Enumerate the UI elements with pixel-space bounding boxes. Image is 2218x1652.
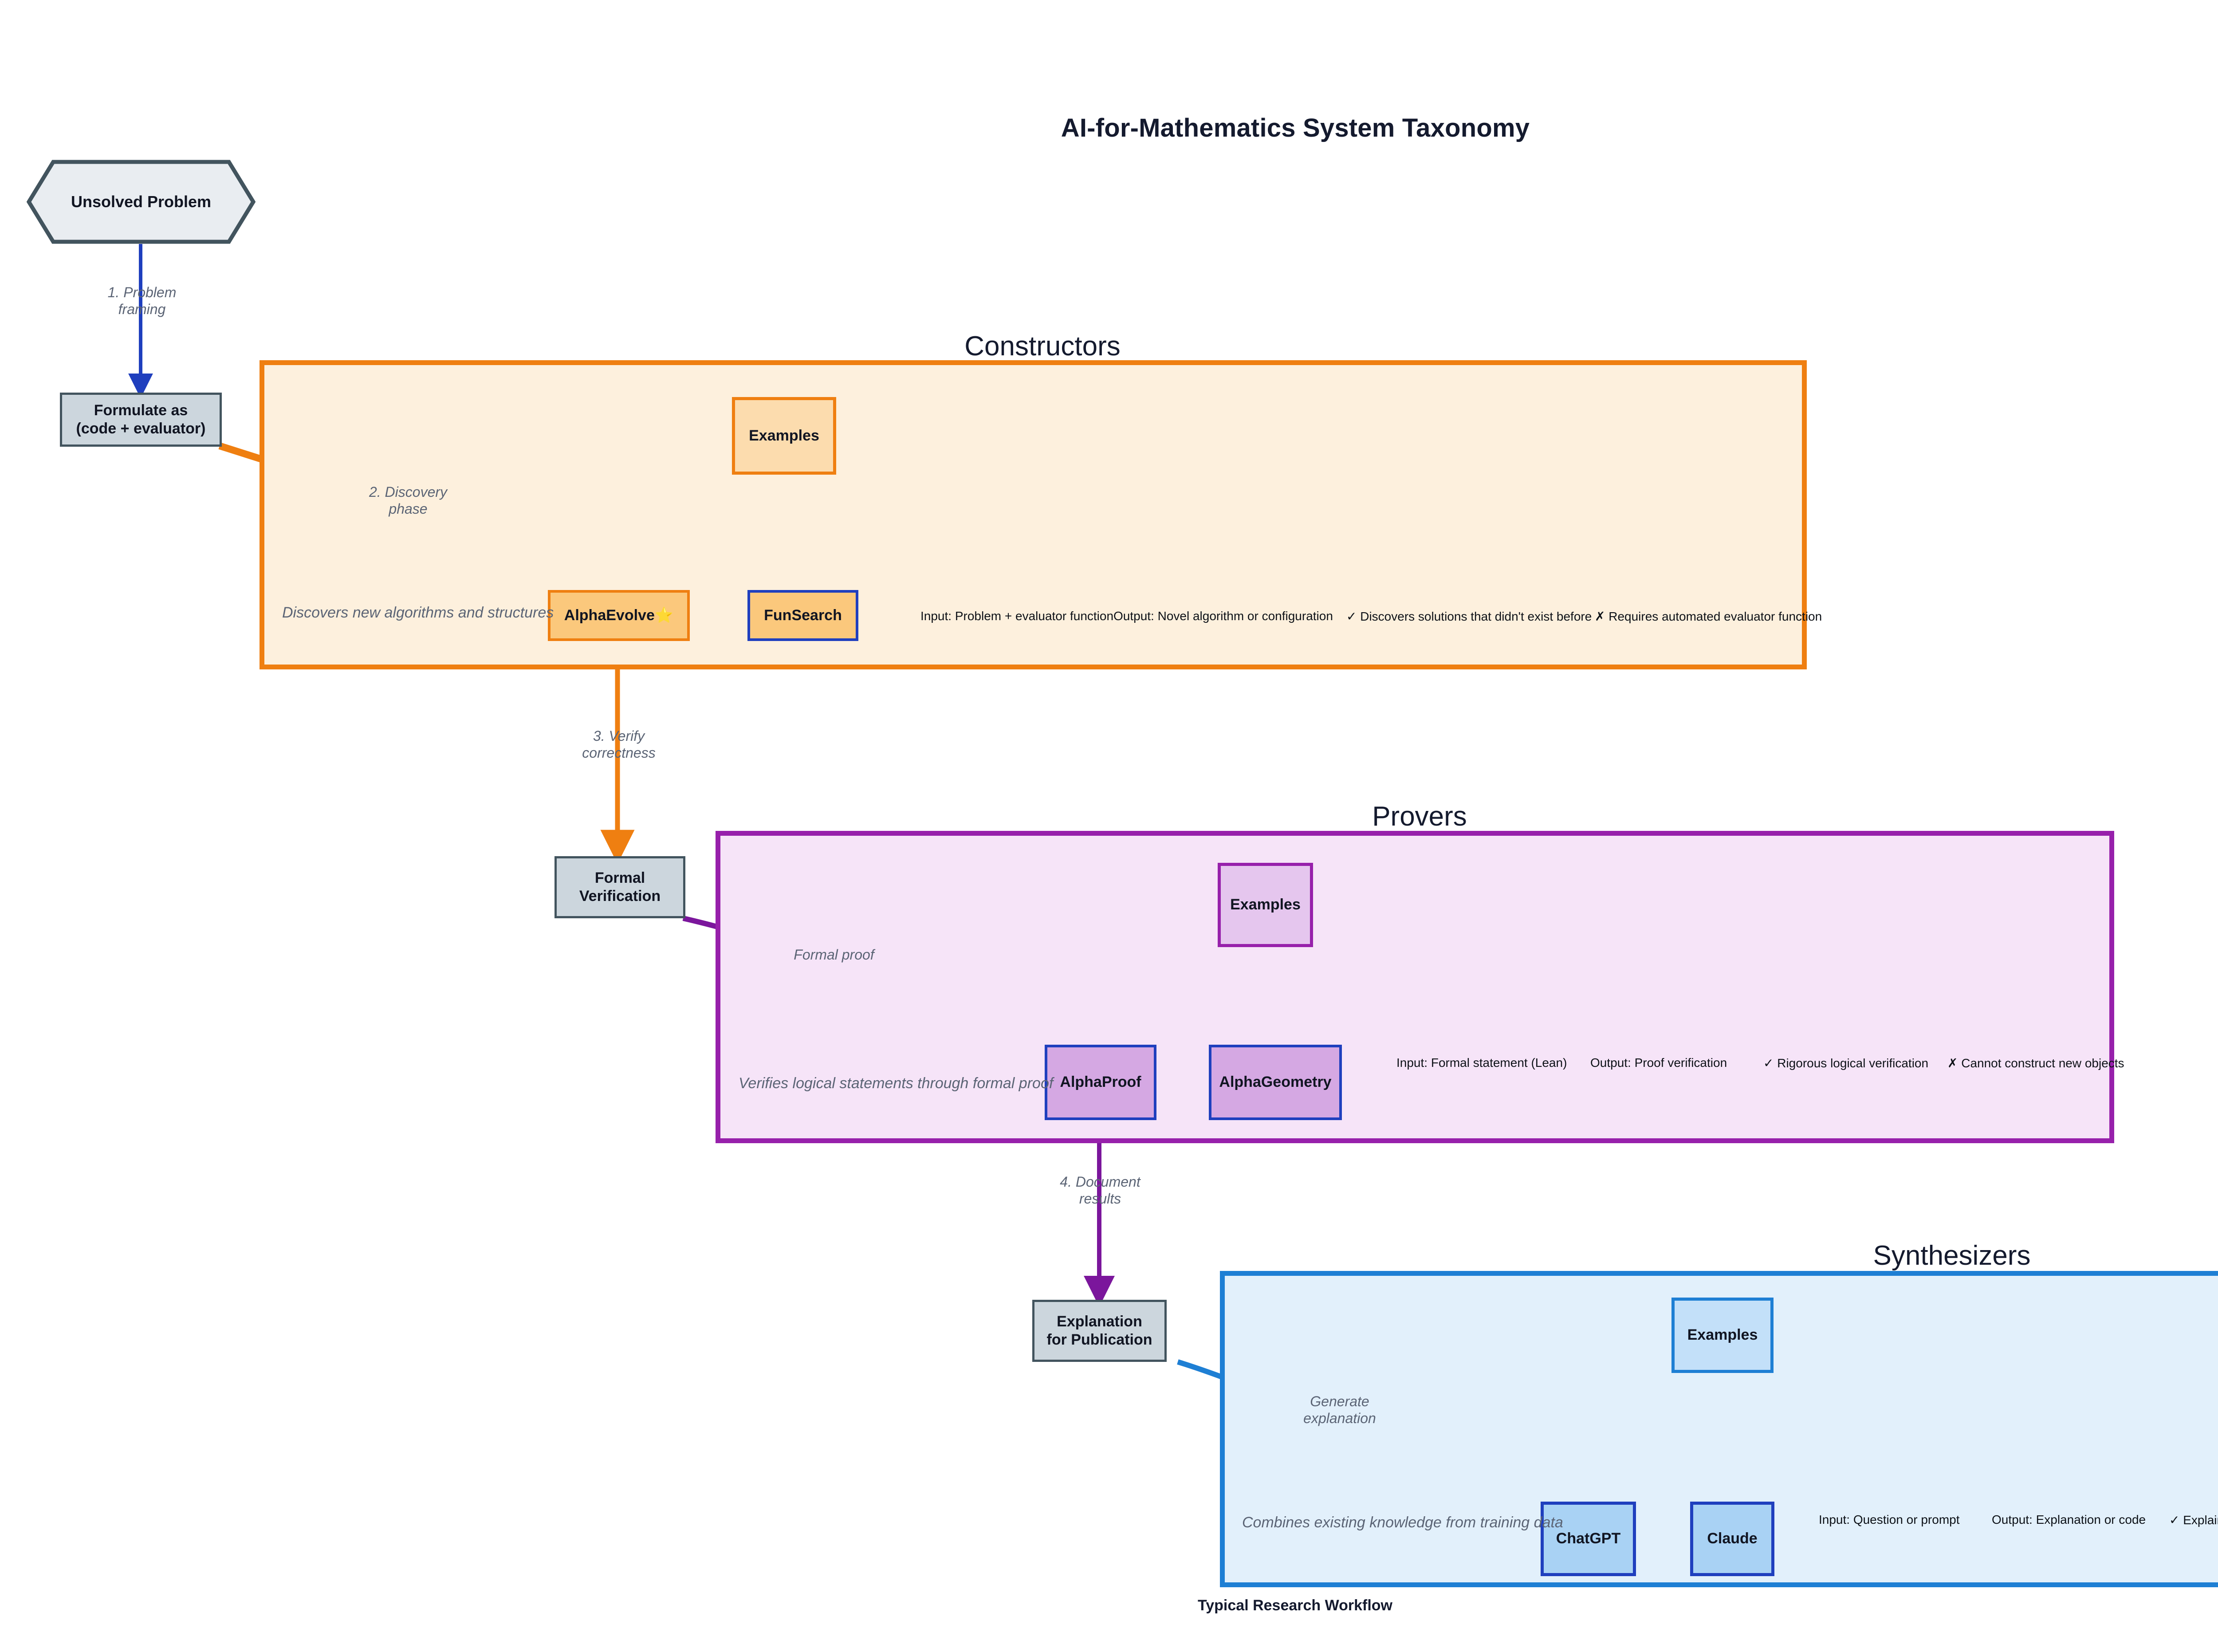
edge-label-discovery-phase: 2. Discovery phase bbox=[369, 484, 448, 517]
spec-synthesizers-input: Input: Question or prompt bbox=[1819, 1513, 1960, 1526]
node-provers-examples-label: Examples bbox=[1230, 896, 1301, 913]
spec-provers-output: Output: Proof verification bbox=[1590, 1056, 1727, 1070]
edge-label-verify-correctness: 3. Verify correctness bbox=[582, 728, 656, 761]
edge-label-formal-proof: Formal proof bbox=[794, 947, 874, 963]
node-formulate-line1: Formulate as bbox=[94, 401, 188, 419]
node-alphageometry-label: AlphaGeometry bbox=[1219, 1074, 1332, 1091]
node-chatgpt[interactable]: ChatGPT bbox=[1541, 1502, 1636, 1576]
footer-note: Typical Research Workflow bbox=[1198, 1597, 1392, 1614]
cluster-caption-synthesizers: Combines existing knowledge from trainin… bbox=[1242, 1514, 1563, 1531]
node-unsolved-problem[interactable]: Unsolved Problem bbox=[26, 160, 256, 244]
spec-synthesizers-output: Output: Explanation or code bbox=[1992, 1513, 2146, 1526]
node-explanation-for-publication[interactable]: Explanation for Publication bbox=[1032, 1300, 1167, 1362]
edge-label-problem-framing: 1. Problem framing bbox=[107, 284, 177, 318]
cluster-title-synthesizers: Synthesizers bbox=[1873, 1240, 2031, 1271]
node-funsearch-label: FunSearch bbox=[764, 606, 842, 624]
cluster-title-constructors: Constructors bbox=[964, 331, 1121, 362]
node-constructors-examples[interactable]: Examples bbox=[732, 397, 836, 475]
node-formulate-line2: (code + evaluator) bbox=[76, 420, 206, 437]
cluster-title-provers: Provers bbox=[1372, 801, 1467, 832]
node-claude-label: Claude bbox=[1707, 1530, 1758, 1547]
cluster-caption-constructors: Discovers new algorithms and structures bbox=[282, 604, 554, 621]
node-synthesizers-examples-label: Examples bbox=[1687, 1326, 1758, 1344]
node-alphaevolve-label: AlphaEvolve bbox=[564, 606, 655, 624]
node-alphaevolve[interactable]: AlphaEvolve ⭐ bbox=[548, 590, 690, 641]
page-title: AI-for-Mathematics System Taxonomy bbox=[1061, 114, 1530, 142]
spec-provers-pro: ✓ Rigorous logical verification bbox=[1763, 1056, 1929, 1070]
node-formal-verification-line2: Verification bbox=[579, 888, 661, 905]
node-formulate[interactable]: Formulate as (code + evaluator) bbox=[60, 393, 222, 447]
cluster-provers bbox=[716, 831, 2114, 1143]
star-icon: ⭐ bbox=[654, 606, 674, 624]
node-formal-verification[interactable]: Formal Verification bbox=[554, 856, 685, 918]
node-provers-examples[interactable]: Examples bbox=[1218, 863, 1313, 947]
edge-label-document-results: 4. Document results bbox=[1060, 1174, 1140, 1207]
node-synthesizers-examples[interactable]: Examples bbox=[1671, 1298, 1774, 1373]
node-formal-verification-line1: Formal bbox=[594, 869, 645, 886]
spec-constructors-con: ✗ Requires automated evaluator function bbox=[1595, 610, 1822, 623]
node-alphaproof[interactable]: AlphaProof bbox=[1045, 1045, 1156, 1120]
spec-provers-input: Input: Formal statement (Lean) bbox=[1396, 1056, 1567, 1070]
spec-constructors-output: Output: Novel algorithm or configuration bbox=[1113, 609, 1333, 623]
spec-constructors-pro: ✓ Discovers solutions that didn't exist … bbox=[1346, 610, 1592, 623]
node-alphaproof-label: AlphaProof bbox=[1060, 1074, 1141, 1091]
node-explanation-line2: for Publication bbox=[1046, 1331, 1152, 1348]
node-funsearch[interactable]: FunSearch bbox=[747, 590, 858, 641]
node-constructors-examples-label: Examples bbox=[749, 427, 819, 444]
edge-label-generate-explanation: Generate explanation bbox=[1303, 1393, 1376, 1427]
spec-synthesizers-pro: ✓ Explains concepts clearly bbox=[2169, 1513, 2218, 1527]
node-claude[interactable]: Claude bbox=[1690, 1502, 1774, 1576]
node-alphageometry[interactable]: AlphaGeometry bbox=[1209, 1045, 1342, 1120]
cluster-caption-provers: Verifies logical statements through form… bbox=[739, 1075, 1054, 1092]
spec-provers-con: ✗ Cannot construct new objects bbox=[1947, 1056, 2124, 1070]
node-unsolved-problem-label: Unsolved Problem bbox=[71, 193, 212, 211]
node-explanation-line1: Explanation bbox=[1057, 1313, 1142, 1330]
node-chatgpt-label: ChatGPT bbox=[1556, 1530, 1621, 1547]
spec-constructors-input: Input: Problem + evaluator function bbox=[920, 609, 1114, 623]
